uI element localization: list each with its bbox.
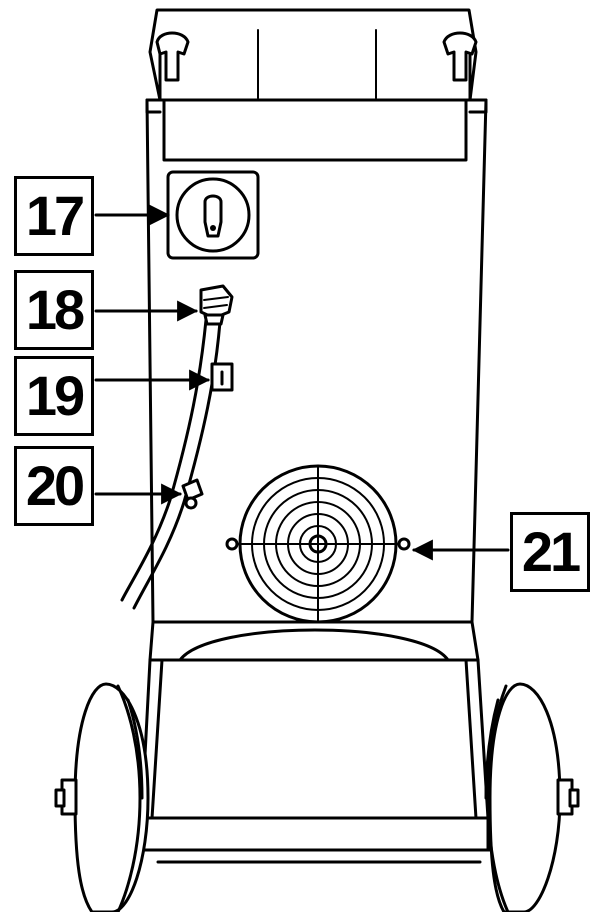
- callout-20: 20: [14, 446, 94, 526]
- cart-base: [138, 620, 492, 864]
- main-switch: [166, 170, 260, 260]
- callout-18: 18: [14, 270, 94, 350]
- callout-19: 19: [14, 356, 94, 436]
- left-wheel: [54, 682, 150, 912]
- right-wheel: [484, 682, 580, 912]
- gas-connector: [181, 478, 204, 510]
- callout-21: 21: [510, 512, 590, 592]
- callout-17: 17: [14, 176, 94, 256]
- top-handle: [148, 8, 478, 102]
- leader-arrows: [94, 204, 510, 561]
- small-socket: [210, 362, 234, 392]
